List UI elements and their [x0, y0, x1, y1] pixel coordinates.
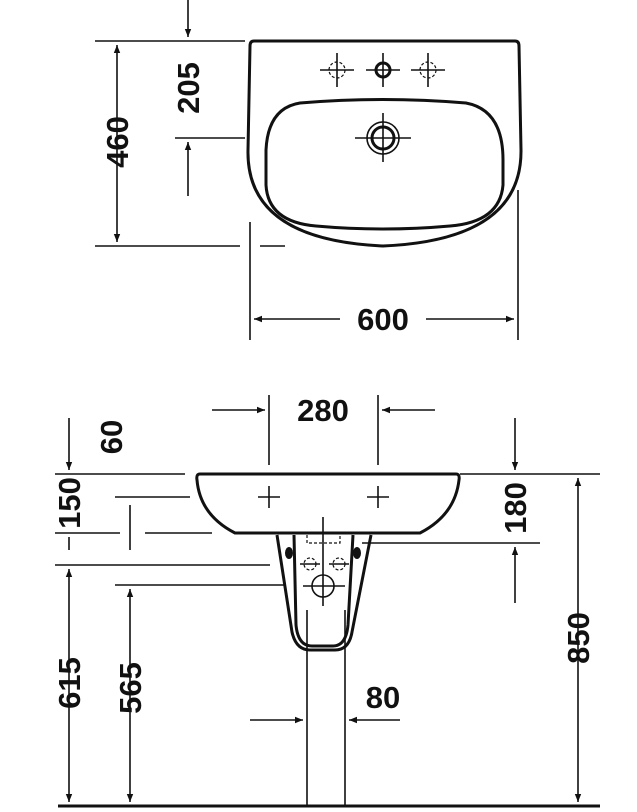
basin-top-view	[246, 39, 523, 248]
front-view-dimensions: 280 60 150 180 850 615 565 80	[52, 393, 600, 806]
dim-150: 150	[52, 477, 87, 529]
tap-hole-right	[411, 53, 445, 87]
tap-hole-left	[320, 53, 354, 87]
dim-565: 565	[113, 662, 148, 714]
drain	[355, 113, 411, 162]
dim-280: 280	[297, 393, 349, 428]
dim-180: 180	[498, 482, 533, 534]
dim-850: 850	[561, 612, 596, 664]
tap-mark-right	[367, 486, 389, 508]
basin-outline	[246, 39, 523, 248]
dim-460: 460	[100, 116, 135, 168]
dim-60: 60	[94, 420, 129, 454]
basin-bowl	[264, 98, 505, 231]
pedestal	[275, 534, 373, 652]
dim-600: 600	[357, 302, 409, 337]
basin-front-outline	[195, 472, 461, 535]
tap-mark-left	[258, 486, 280, 508]
dim-205: 205	[171, 62, 206, 114]
dim-80: 80	[366, 680, 400, 715]
tap-hole-center	[366, 53, 400, 87]
basin-front-view	[58, 472, 600, 808]
top-view-dimensions: 460 205 600	[95, 0, 519, 340]
dim-615: 615	[52, 657, 87, 709]
